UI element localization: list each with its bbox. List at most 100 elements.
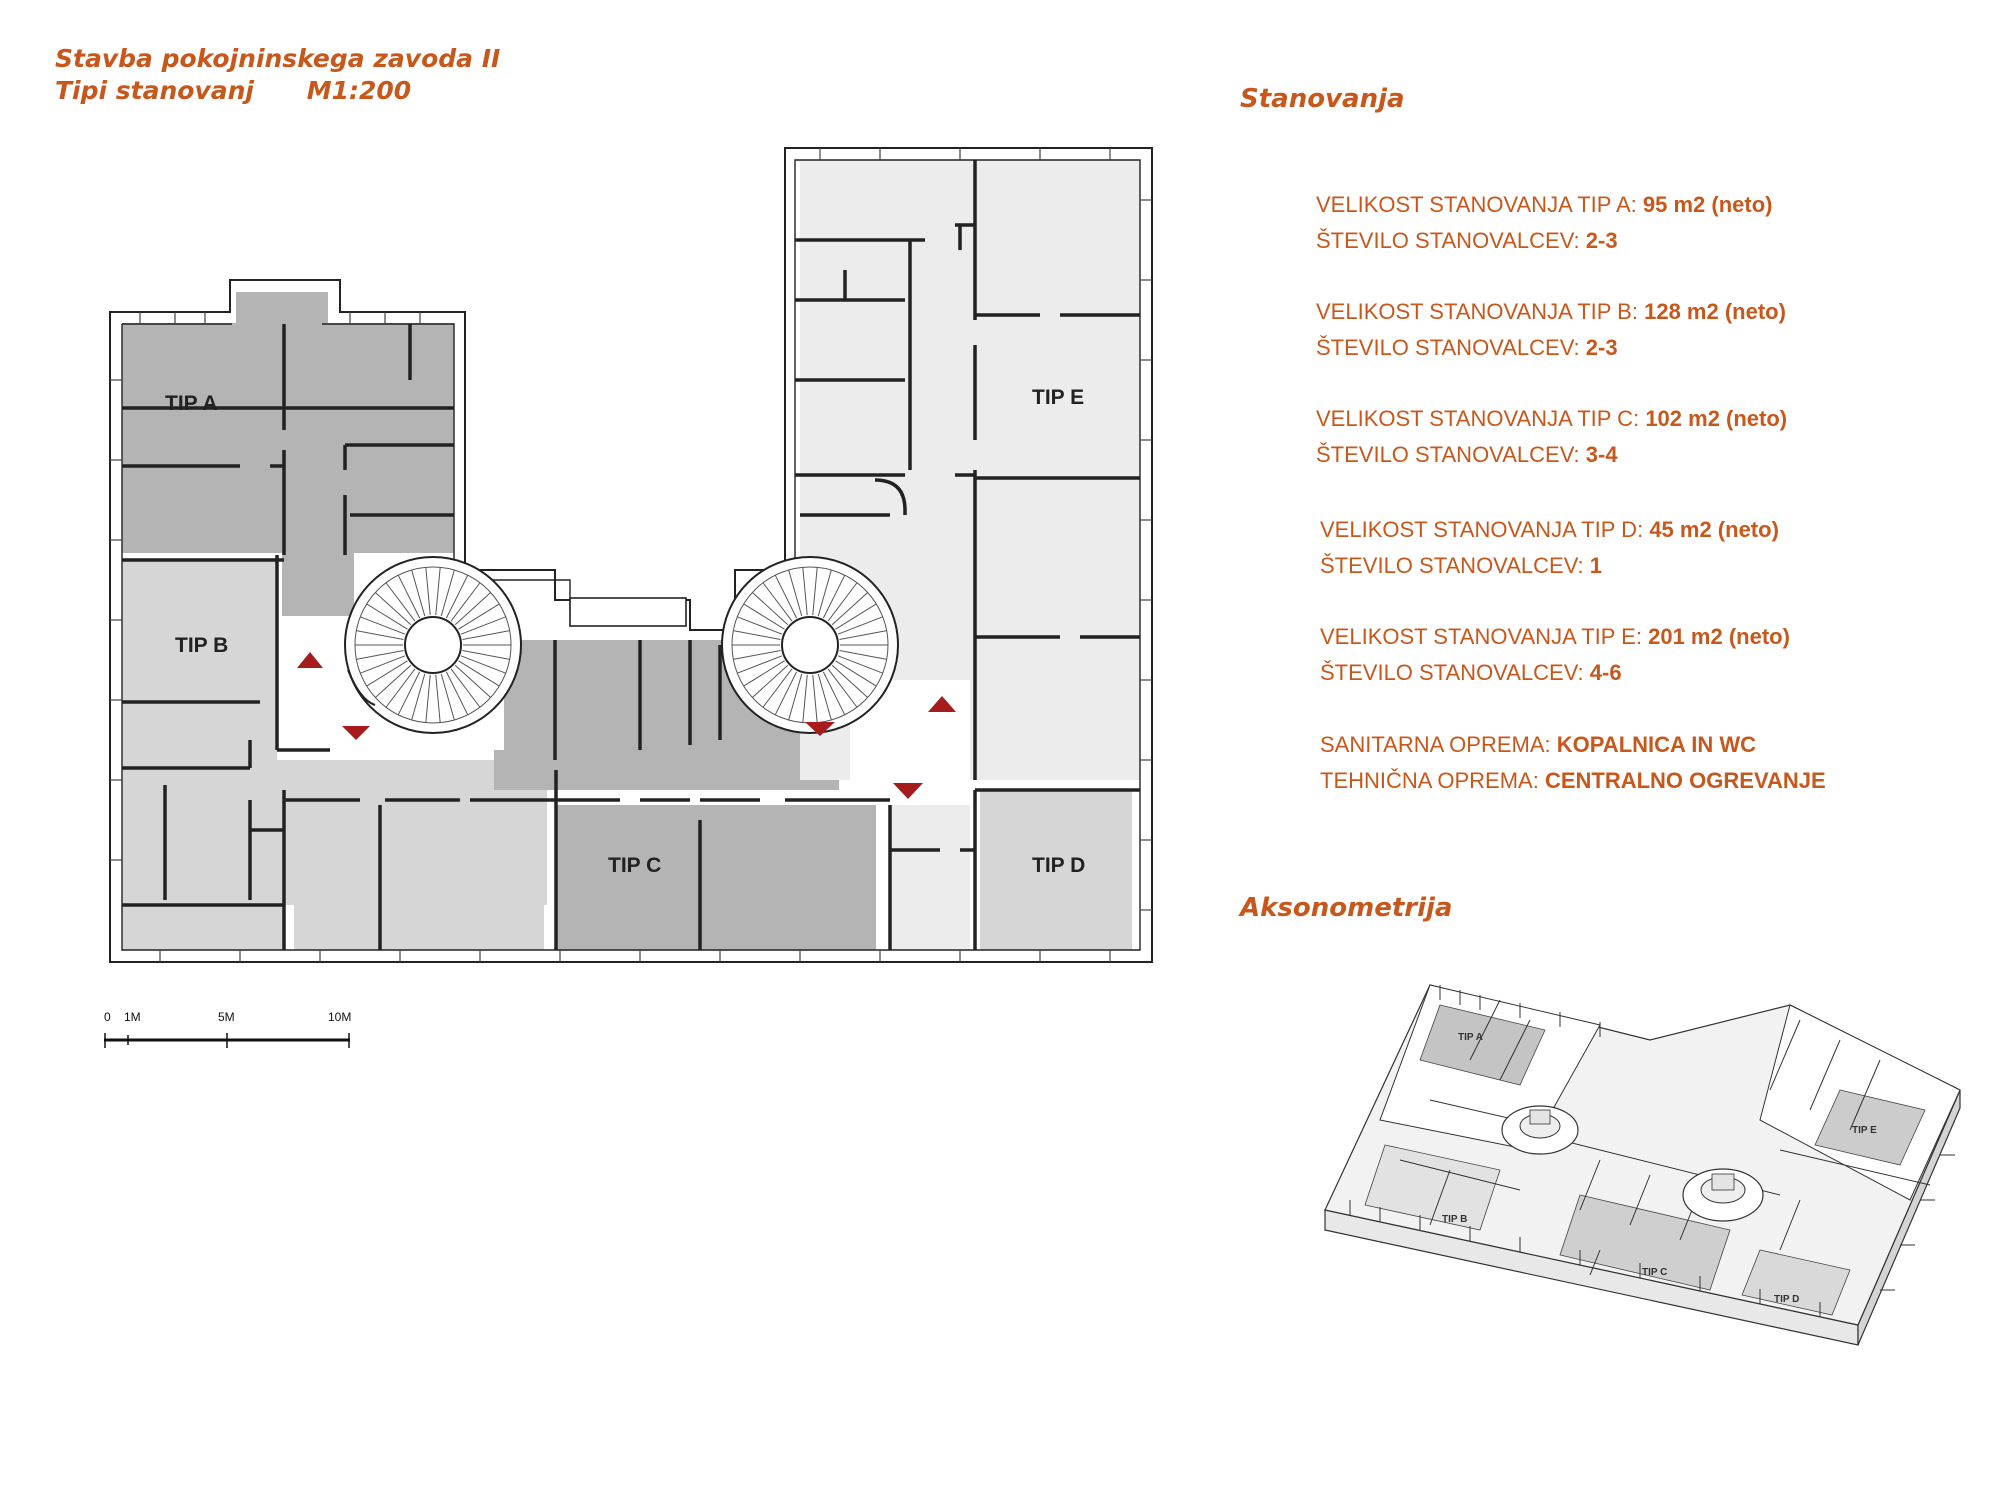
stair-tread: [837, 655, 883, 674]
axo-label-tip-b: TIP B: [1442, 1214, 1467, 1225]
stair-tread: [839, 650, 887, 660]
fill-tip-a-bay: [236, 292, 328, 326]
spec-size-label: VELIKOST STANOVANJA TIP C:: [1316, 406, 1640, 431]
spec-occupants-label: ŠTEVILO STANOVALCEV:: [1316, 335, 1580, 360]
stair-tread: [752, 592, 789, 626]
stair-tread: [366, 660, 408, 687]
stair-tread: [774, 671, 798, 716]
stair-tread: [788, 569, 803, 617]
stair-tread: [445, 671, 469, 716]
stair-tread: [762, 668, 793, 708]
axo-tip-e-fill: [1814, 1089, 1926, 1166]
stair-tread: [435, 674, 441, 723]
fill-tip-c-bottom: [556, 805, 876, 950]
drawing-title: Stavba pokojninskega zavoda II: [55, 44, 500, 73]
spec-occupants-value: 3-4: [1585, 442, 1618, 467]
stair-tread: [812, 567, 818, 616]
stair-tread: [435, 567, 441, 616]
spec-group-d: VELIKOST STANOVANJA TIP D: 45 m2 (neto) …: [1320, 512, 1779, 584]
stair-tread: [375, 664, 412, 698]
spec-sanitary-value: KOPALNICA IN WC: [1556, 732, 1756, 757]
stair-tread: [802, 567, 808, 616]
title-line-1: Stavba pokojninskega zavoda II: [55, 44, 501, 73]
spec-occupants-label: ŠTEVILO STANOVALCEV:: [1316, 442, 1580, 467]
stair-tread: [450, 668, 481, 708]
stair-tread: [743, 603, 785, 630]
axo-tip-d-fill: [1741, 1249, 1851, 1316]
stair-tread: [366, 603, 408, 630]
stair-tread: [397, 574, 421, 619]
axo-tip-a-fill: [1419, 1004, 1546, 1086]
axo-label-tip-d: TIP D: [1774, 1294, 1799, 1305]
stair-tread: [411, 673, 426, 721]
spiral-stair-left: [344, 556, 522, 734]
stair-tread: [822, 671, 846, 716]
spec-sanitary-row: SANITARNA OPREMA: KOPALNICA IN WC: [1320, 727, 1826, 763]
spec-size-label: VELIKOST STANOVANJA TIP B:: [1316, 299, 1638, 324]
stair-tread: [802, 674, 808, 723]
stair-tread: [737, 616, 783, 635]
spec-group-c: VELIKOST STANOVANJA TIP C: 102 m2 (neto)…: [1316, 401, 1787, 473]
arrow-up-right: [928, 696, 956, 712]
spec-size-value: 102 m2 (neto): [1645, 406, 1788, 431]
spec-occupants-row: ŠTEVILO STANOVALCEV: 1: [1320, 548, 1779, 584]
stair-tread: [450, 582, 481, 622]
specs-heading: Stanovanja: [1240, 84, 1405, 114]
stair-tread: [360, 616, 406, 635]
fill-tip-b: [122, 560, 277, 905]
stair-tread: [827, 582, 858, 622]
stair-tread: [411, 569, 426, 617]
stair-tread: [462, 650, 510, 660]
spec-size-value: 128 m2 (neto): [1644, 299, 1786, 324]
axo-tip-b-fill: [1364, 1144, 1501, 1231]
spec-occupants-value: 1: [1589, 553, 1603, 578]
axonometric-drawing: TIP A TIP B TIP C TIP D TIP E: [1324, 984, 1961, 1346]
stair-tread: [425, 674, 431, 723]
label-tip-e: TIP E: [1032, 386, 1084, 409]
label-tip-b: TIP B: [175, 634, 228, 657]
spec-size-value: 201 m2 (neto): [1648, 624, 1790, 649]
axo-tip-c-fill: [1559, 1194, 1731, 1291]
stair-tread: [733, 650, 781, 660]
stair-tread: [454, 664, 491, 698]
spec-size-row: VELIKOST STANOVANJA TIP D: 45 m2 (neto): [1320, 512, 1779, 548]
stair-tread: [356, 630, 404, 640]
stair-tread: [458, 660, 500, 687]
spec-occupants-row: ŠTEVILO STANOVALCEV: 3-4: [1316, 437, 1787, 473]
stair-tread: [817, 569, 832, 617]
spec-occupants-label: ŠTEVILO STANOVALCEV:: [1316, 228, 1580, 253]
spec-technical-label: TEHNIČNA OPREMA:: [1320, 768, 1539, 793]
spec-occupants-row: ŠTEVILO STANOVALCEV: 2-3: [1316, 223, 1772, 259]
spiral-stair-right: [721, 556, 899, 734]
spec-occupants-label: ŠTEVILO STANOVALCEV:: [1320, 660, 1584, 685]
stair-tread: [812, 674, 818, 723]
stair-tread: [454, 592, 491, 626]
stair-tread: [445, 574, 469, 619]
stair-tread: [762, 582, 793, 622]
stair-tread: [835, 660, 877, 687]
arrow-up-left: [297, 652, 323, 668]
stair-tread: [460, 616, 506, 635]
stair-tread: [835, 603, 877, 630]
spec-technical-row: TEHNIČNA OPREMA: CENTRALNO OGREVANJE: [1320, 763, 1826, 799]
spec-size-row: VELIKOST STANOVANJA TIP B: 128 m2 (neto): [1316, 294, 1786, 330]
stair-tread: [831, 592, 868, 626]
spec-size-value: 95 m2 (neto): [1642, 192, 1773, 217]
spec-size-label: VELIKOST STANOVANJA TIP D:: [1320, 517, 1644, 542]
apartment-fills: [122, 160, 1140, 950]
stair-tread: [743, 660, 785, 687]
stair-tread: [827, 668, 858, 708]
stair-tread: [385, 668, 416, 708]
axo-stair-right: [1682, 1168, 1764, 1222]
axo-label-tip-c: TIP C: [1642, 1267, 1667, 1278]
spec-occupants-value: 2-3: [1585, 228, 1618, 253]
stair-tread: [733, 630, 781, 640]
stair-tread: [458, 603, 500, 630]
scale-tick-1m: 1M: [124, 1010, 141, 1024]
spec-group-equipment: SANITARNA OPREMA: KOPALNICA IN WC TEHNIČ…: [1320, 727, 1826, 799]
scale-tick-10m: 10M: [328, 1010, 351, 1024]
axo-label-tip-a: TIP A: [1458, 1032, 1483, 1043]
stair-tread: [817, 673, 832, 721]
axo-walls: [1349, 985, 1955, 1317]
curved-wall: [874, 478, 907, 515]
